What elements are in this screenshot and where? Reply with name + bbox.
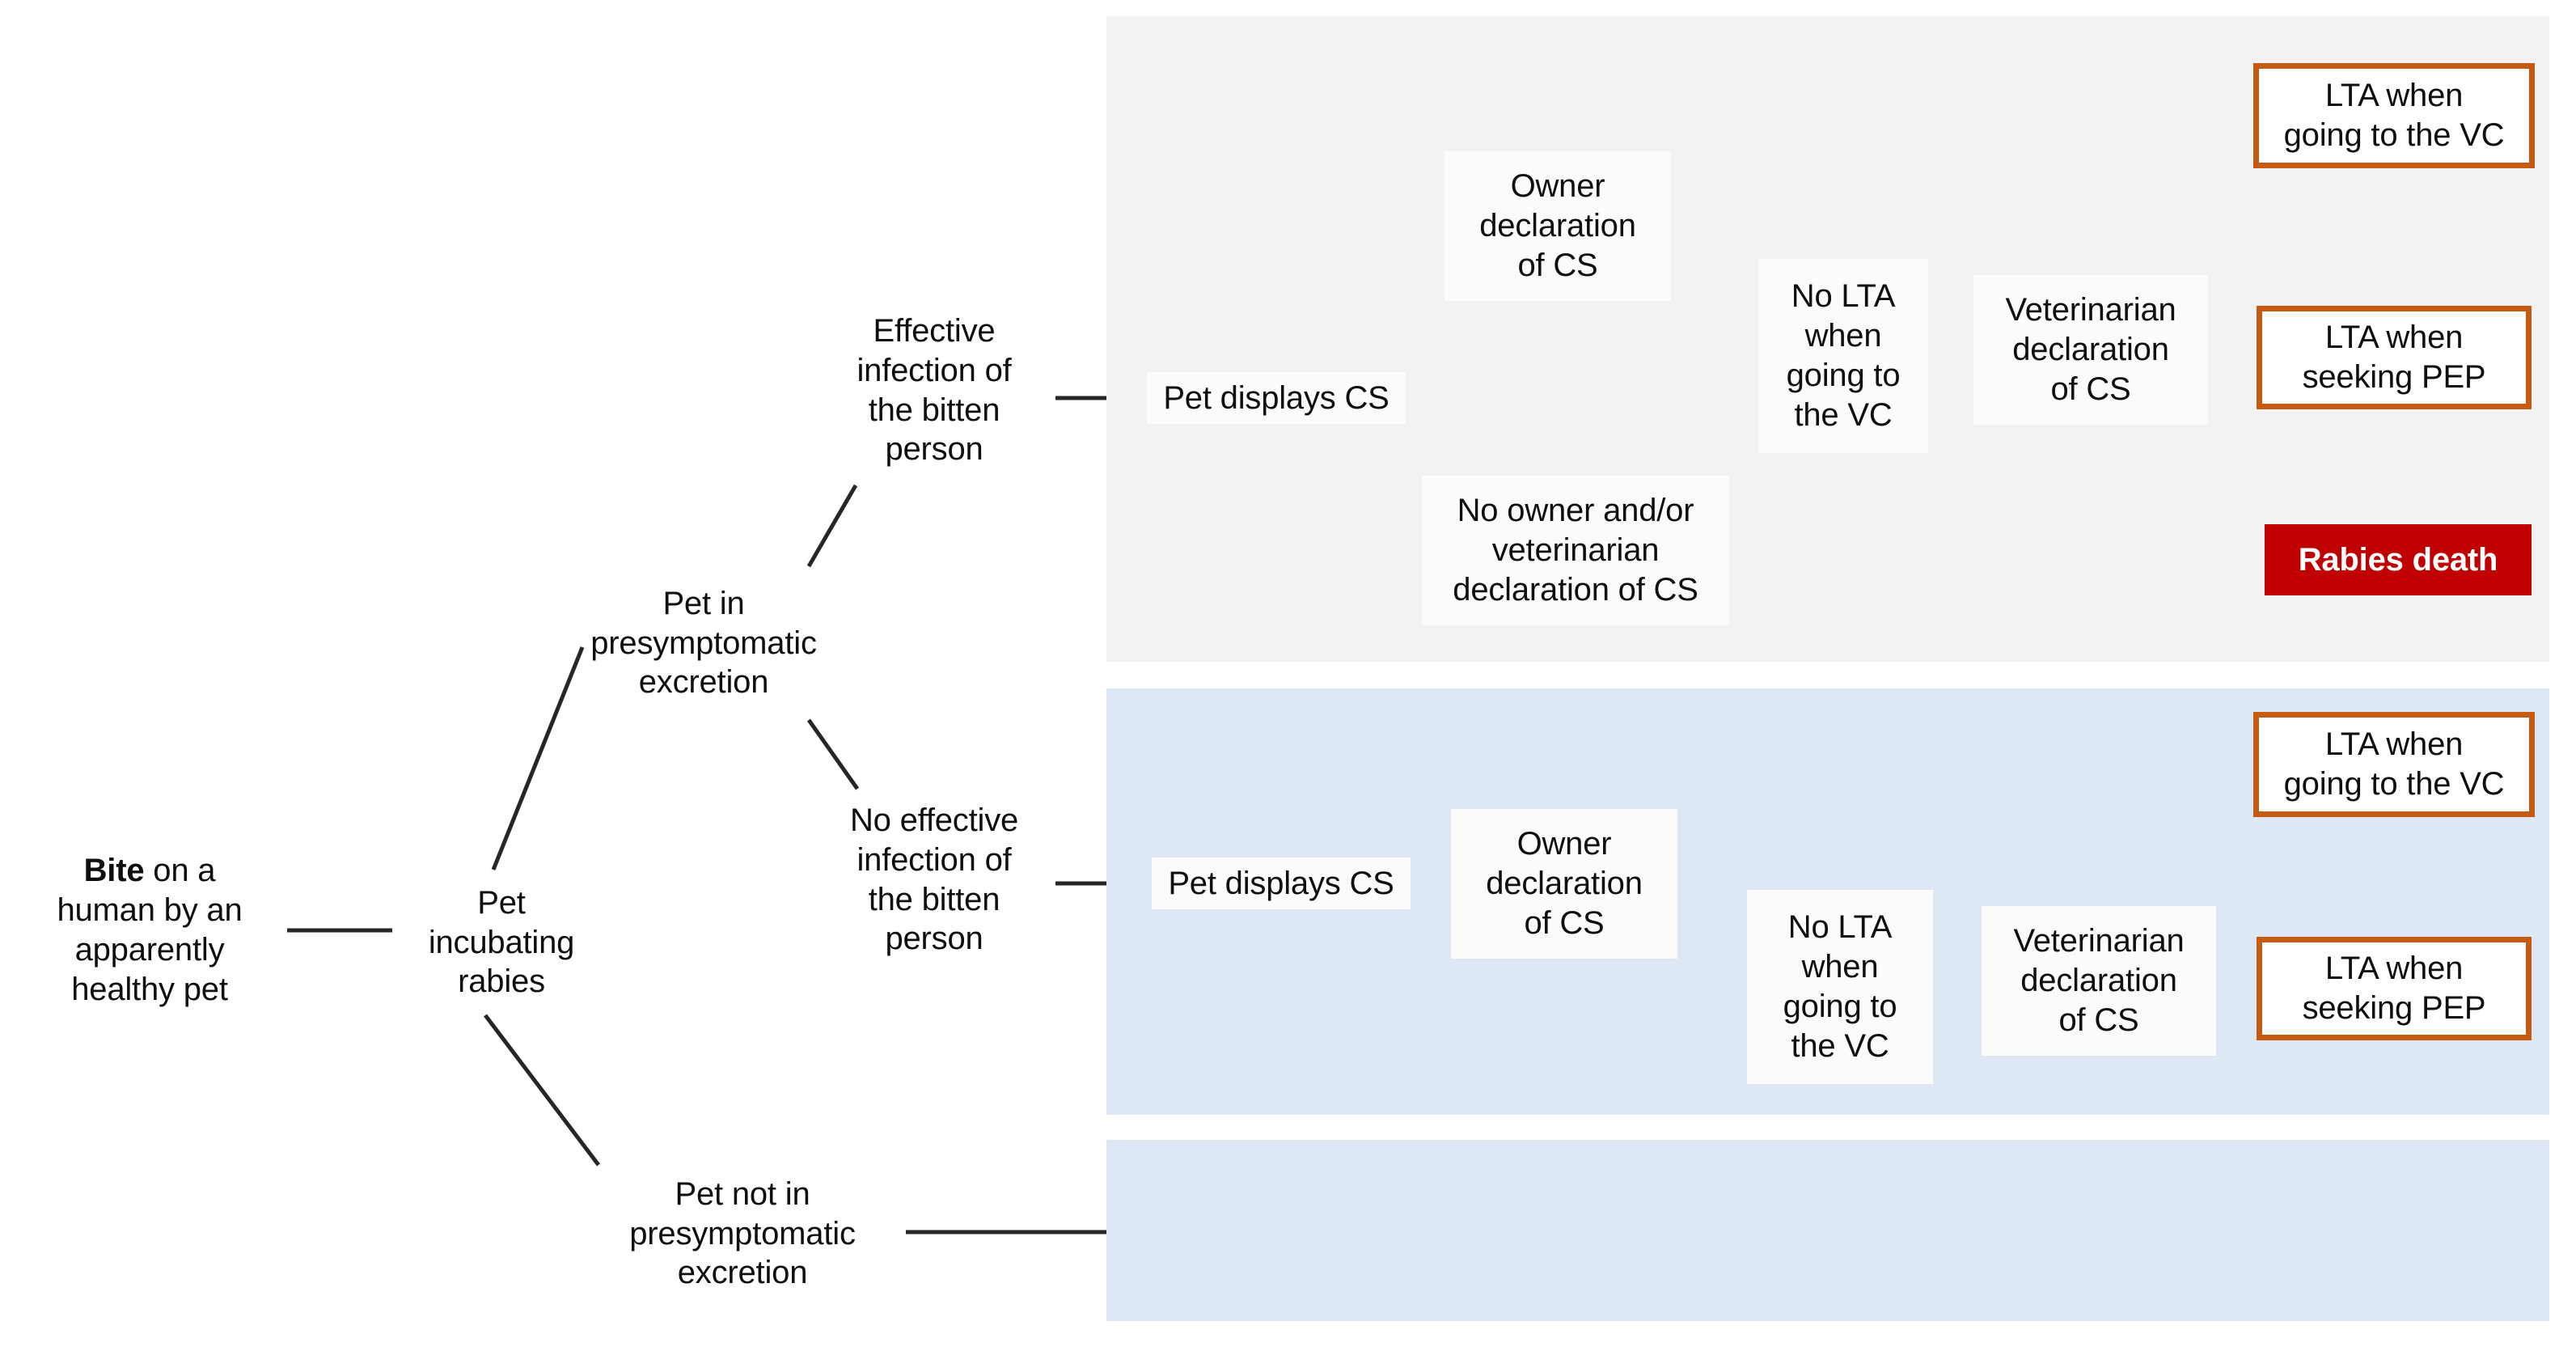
- edge-presymptomatic-to-effective: [806, 484, 858, 568]
- panel-no-presymptomatic-excretion: [1106, 1140, 2549, 1321]
- outcome-rabies-death[interactable]: Rabies death: [2265, 524, 2532, 595]
- root-bold-word: Bite: [83, 853, 145, 889]
- node-pet-displays-cs-top: Pet displays CS: [1147, 372, 1406, 424]
- outcome-rabies-death-label: Rabies death: [2298, 541, 2498, 578]
- node-pet-displays-cs-bottom-label: Pet displays CS: [1168, 865, 1394, 901]
- edge-presymptomatic-to-no-effective: [806, 718, 860, 790]
- node-pet-displays-cs-bottom: Pet displays CS: [1152, 858, 1411, 909]
- node-pet-displays-cs-top-label: Pet displays CS: [1163, 379, 1390, 416]
- edge-incubating-to-not-presymptomatic: [484, 1014, 600, 1167]
